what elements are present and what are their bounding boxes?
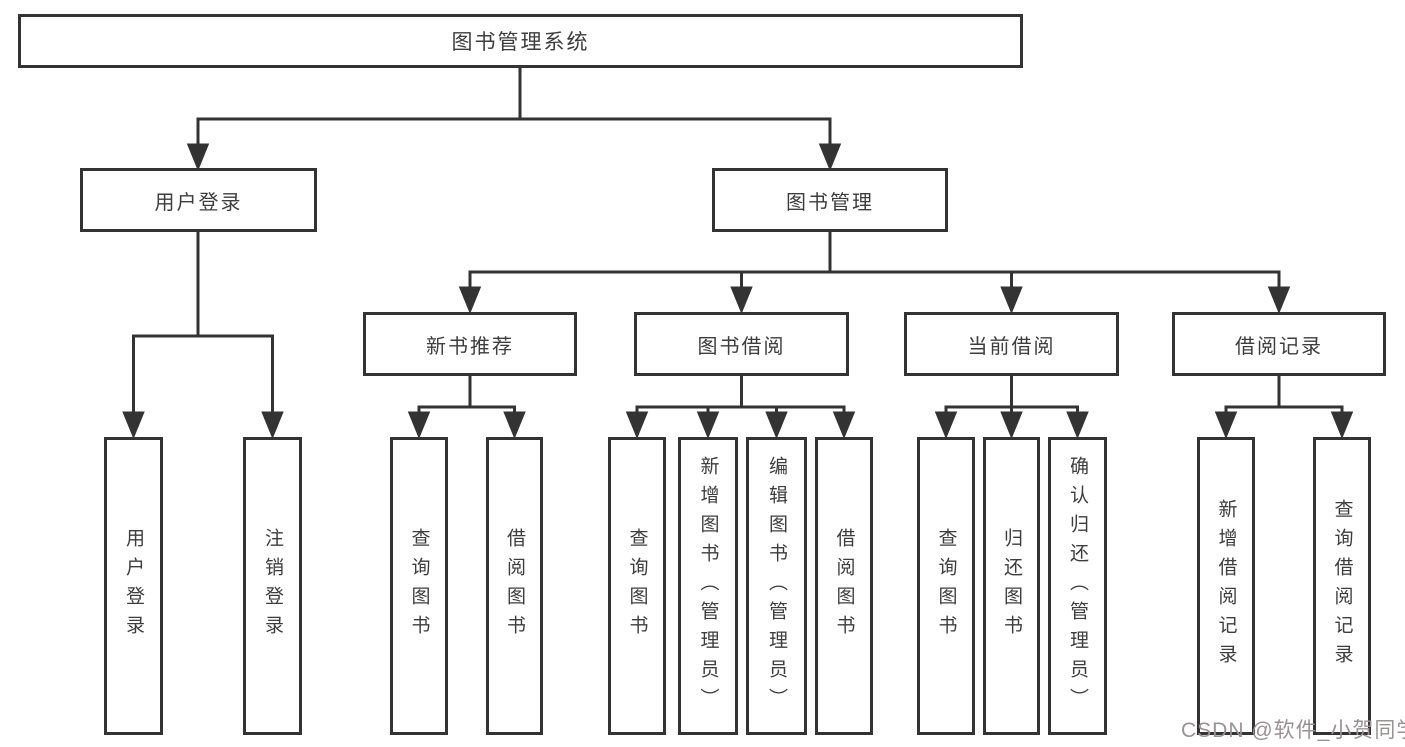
leaf-records-query-record: 查询借阅记录: [1313, 437, 1371, 735]
watermark: CSDN @软件_小贺同学: [1181, 719, 1405, 742]
leaf-records-add-record: 新增借阅记录: [1197, 437, 1255, 735]
connector-newbookrec-children: [407, 376, 526, 439]
node-book-management-label: 图书管理: [786, 191, 874, 214]
leaf-borrow-add-books-admin: 新增图书（管理员）: [678, 437, 738, 735]
connector-currentborrow-children: [934, 376, 1089, 439]
connector-borrowrecords-children: [1214, 376, 1354, 439]
leaf-borrow-query-books: 查询图书: [608, 437, 666, 735]
node-current-borrow: 当前借阅: [904, 312, 1119, 376]
leaf-current-confirm-return-admin: 确认归还（管理员）: [1048, 437, 1107, 735]
connector-bookborrow-children: [625, 376, 856, 439]
node-user-login: 用户登录: [80, 168, 317, 232]
node-system-root-label: 图书管理系统: [451, 31, 590, 54]
connector-userlogin-children: [122, 232, 284, 439]
leaf-user-login: 用户登录: [104, 437, 163, 735]
leaf-newrec-borrow-books: 借阅图书: [486, 437, 543, 735]
connector-root-to-level1: [186, 68, 842, 171]
node-current-borrow-label: 当前借阅: [967, 335, 1056, 358]
leaf-newrec-query-books: 查询图书: [390, 437, 448, 735]
leaf-current-query-books: 查询图书: [917, 437, 975, 735]
node-borrow-records-label: 借阅记录: [1235, 335, 1323, 358]
node-user-login-label: 用户登录: [154, 191, 243, 214]
leaf-borrow-borrow-books: 借阅图书: [815, 437, 873, 735]
leaf-logout: 注销登录: [243, 437, 302, 735]
node-new-book-recommend-label: 新书推荐: [426, 335, 514, 358]
node-system-root: 图书管理系统: [18, 14, 1023, 68]
connector-bookmgmt-children: [458, 232, 1291, 314]
node-book-borrow-label: 图书借阅: [697, 335, 786, 358]
node-borrow-records: 借阅记录: [1172, 312, 1386, 376]
leaf-current-return-books: 归还图书: [983, 437, 1040, 735]
node-book-borrow: 图书借阅: [634, 312, 849, 376]
node-book-management: 图书管理: [712, 168, 948, 232]
node-new-book-recommend: 新书推荐: [363, 312, 577, 376]
leaf-borrow-edit-books-admin: 编辑图书（管理员）: [746, 437, 807, 735]
